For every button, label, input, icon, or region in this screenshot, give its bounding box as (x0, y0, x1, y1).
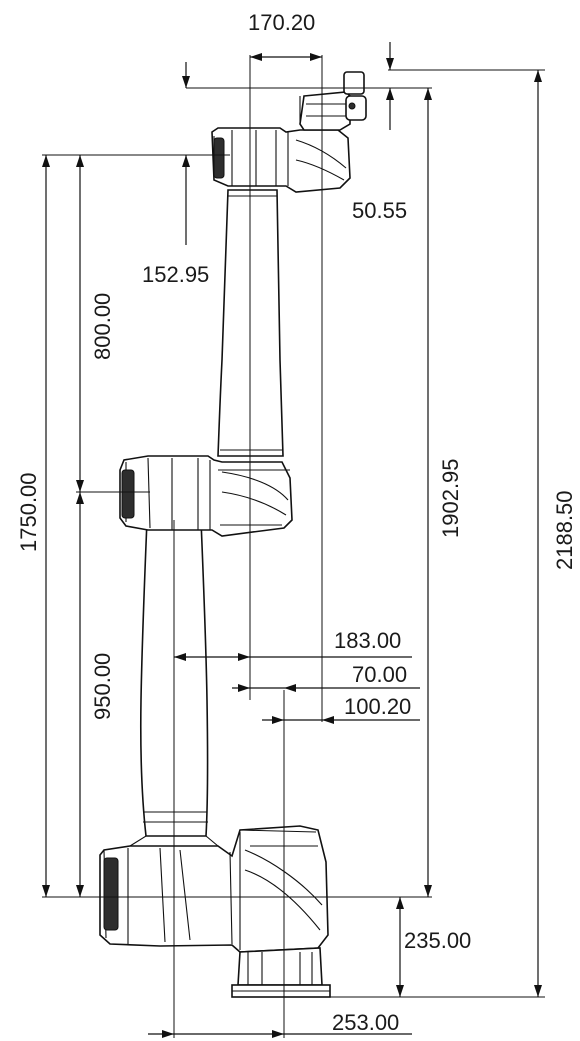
dim-800-label: 800.00 (90, 293, 115, 360)
dim-950-label: 950.00 (90, 653, 115, 720)
dim-152-label: 152.95 (142, 262, 209, 287)
robot-arm-outline (99, 71, 367, 998)
elbow-joint (119, 455, 293, 537)
dimension-lines (42, 42, 542, 1038)
dim-183-label: 183.00 (334, 628, 401, 653)
dim-50-label: 50.55 (352, 198, 407, 223)
dim-253-label: 253.00 (332, 1010, 399, 1035)
dim-1750-label: 1750.00 (16, 472, 41, 552)
dim-170-label: 170.20 (248, 10, 315, 35)
dimension-labels: 170.20 50.55 152.95 800.00 1750.00 950.0… (16, 10, 577, 1035)
extension-lines (42, 55, 545, 1038)
dim-235-label: 235.00 (404, 928, 471, 953)
dim-70-label: 70.00 (352, 662, 407, 687)
base-joint (99, 825, 331, 998)
dim-2188-label: 2188.50 (552, 490, 577, 570)
wrist-joints (211, 71, 367, 193)
dim-1902-label: 1902.95 (438, 458, 463, 538)
dim-100-label: 100.20 (344, 694, 411, 719)
